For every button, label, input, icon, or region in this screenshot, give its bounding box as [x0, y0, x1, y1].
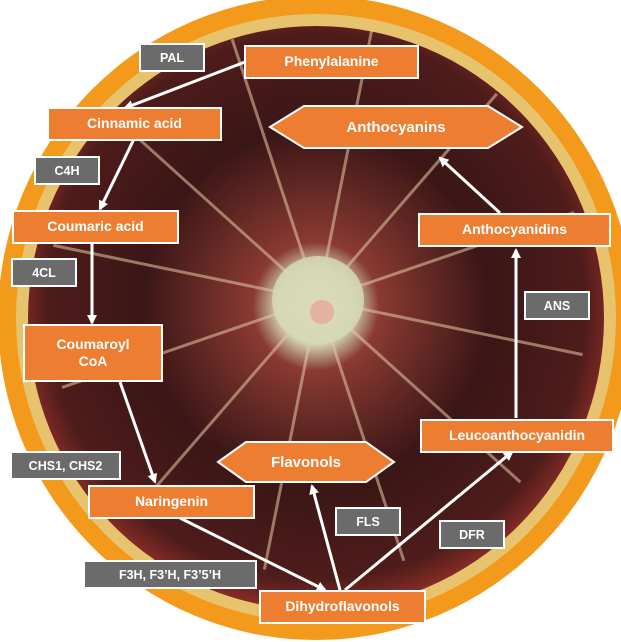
enzyme-label: CHS1, CHS2 [29, 459, 103, 473]
node-label: Anthocyanins [346, 119, 445, 136]
node-label: Coumaroyl CoA [56, 336, 129, 371]
node-dihydroflavonols: Dihydroflavonols [259, 590, 426, 624]
node-anthocyanidins: Anthocyanidins [418, 213, 611, 247]
core-center [310, 300, 334, 324]
node-cinnamic-acid: Cinnamic acid [47, 107, 222, 141]
enzyme-pal: PAL [139, 43, 205, 72]
node-label: Dihydroflavonols [285, 598, 399, 616]
enzyme-label: 4CL [32, 266, 56, 280]
enzyme-label: ANS [544, 299, 570, 313]
node-label: Cinnamic acid [87, 115, 182, 133]
node-anthocyanins: Anthocyanins [268, 104, 524, 150]
core [272, 256, 364, 344]
enzyme-label: PAL [160, 51, 184, 65]
enzyme-f3h: F3H, F3’H, F3’5’H [83, 560, 257, 589]
enzyme-fls: FLS [335, 507, 401, 536]
node-coumaric-acid: Coumaric acid [12, 210, 179, 244]
node-label: Phenylalanine [284, 53, 378, 71]
node-leucoanthocyanidin: Leucoanthocyanidin [420, 419, 614, 453]
enzyme-label: DFR [459, 528, 485, 542]
node-label: Leucoanthocyanidin [449, 427, 585, 445]
enzyme-dfr: DFR [439, 520, 505, 549]
node-coumaroyl-coa: Coumaroyl CoA [23, 324, 163, 382]
node-label: Flavonols [271, 454, 341, 471]
node-naringenin: Naringenin [88, 485, 255, 519]
node-label: Anthocyanidins [462, 221, 567, 239]
node-flavonols: Flavonols [216, 440, 396, 484]
node-phenylalanine: Phenylalanine [244, 45, 419, 79]
node-label: Naringenin [135, 493, 208, 511]
enzyme-chs: CHS1, CHS2 [10, 451, 121, 480]
enzyme-c4h: C4H [34, 156, 100, 185]
node-label: Coumaric acid [47, 218, 143, 236]
enzyme-label: F3H, F3’H, F3’5’H [119, 568, 221, 582]
enzyme-label: FLS [356, 515, 380, 529]
enzyme-ans: ANS [524, 291, 590, 320]
enzyme-label: C4H [54, 164, 79, 178]
enzyme-4cl: 4CL [11, 258, 77, 287]
